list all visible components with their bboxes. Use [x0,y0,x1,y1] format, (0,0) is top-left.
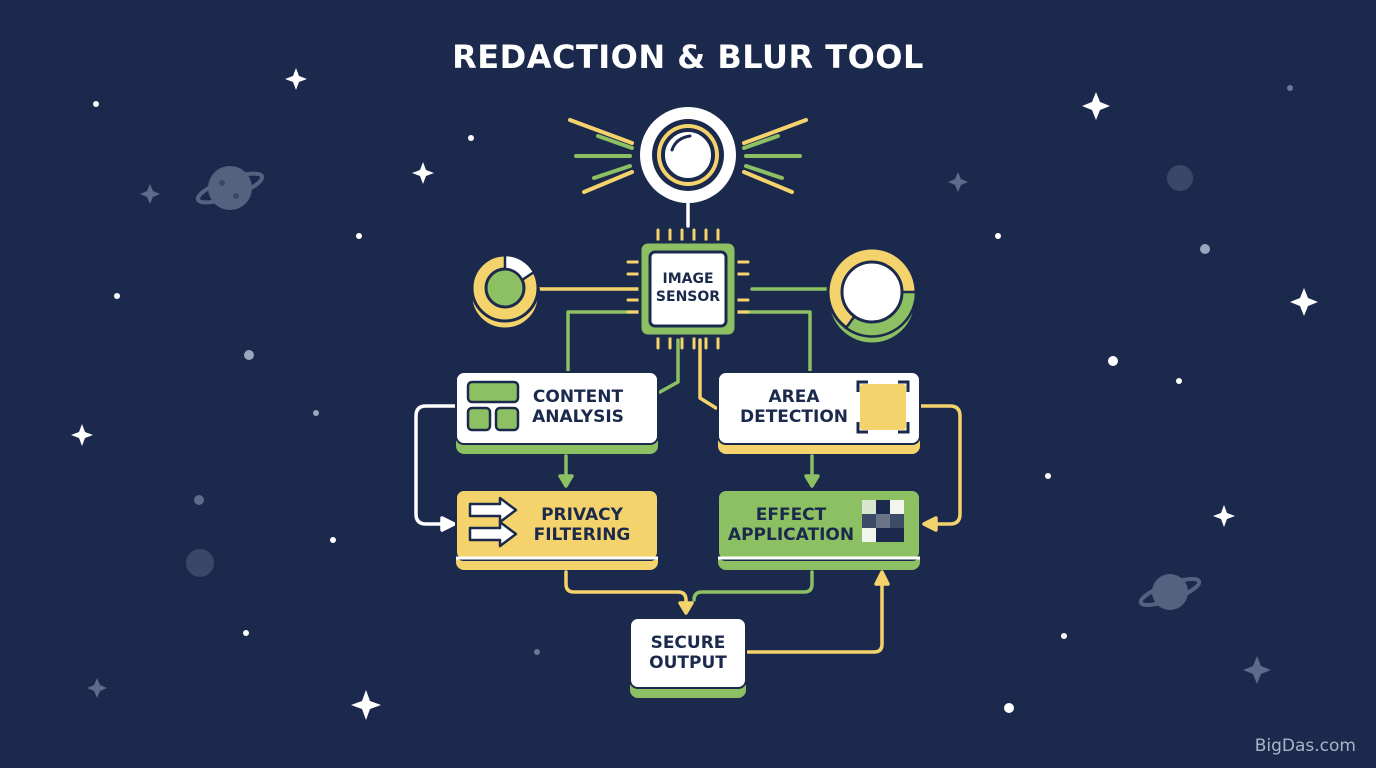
watermark: BigDas.com [1254,736,1356,756]
background-decor [71,68,1318,720]
camera-lens-icon [568,107,808,203]
selection-box-icon [856,380,910,434]
effect-application-box [717,489,921,570]
planet-icon [1138,574,1202,610]
processor-chip-icon [626,228,750,350]
pixelated-blur-icon [862,500,904,542]
privacy-filtering-box [455,489,659,570]
area-detection-label: AREA DETECTION [739,387,848,427]
effect-application-label: EFFECT APPLICATION [727,505,855,545]
content-analysis-box [455,371,659,454]
content-analysis-label: CONTENT ANALYSIS [532,387,624,427]
sparkle-star-icon [1213,505,1235,527]
sparkle-star-icon [351,690,381,720]
sparkle-star-icon [412,162,434,184]
sparkle-star-icon [285,68,307,90]
sparkle-star-icon [1082,92,1110,120]
area-detection-box [717,371,921,454]
pie-chart-icon [826,246,918,346]
sparkle-star-icon [1290,288,1318,316]
sparkle-star-icon [71,424,93,446]
sparkle-star-icon [140,184,160,204]
page-title: REDACTION & BLUR TOOL [452,38,924,76]
grid-layout-icon [466,380,520,432]
connectors [414,202,962,654]
privacy-filtering-label: PRIVACY FILTERING [533,505,631,545]
planet-icon [195,166,265,210]
donut-chart-icon [469,253,541,331]
secure-output-label: SECURE OUTPUT [649,633,727,673]
double-arrow-icon [468,496,518,548]
sparkle-star-icon [948,172,968,192]
secure-output-box [629,617,747,698]
image-sensor-label: IMAGE SENSOR [655,271,721,305]
sparkle-star-icon [1243,656,1271,684]
sparkle-star-icon [87,678,107,698]
